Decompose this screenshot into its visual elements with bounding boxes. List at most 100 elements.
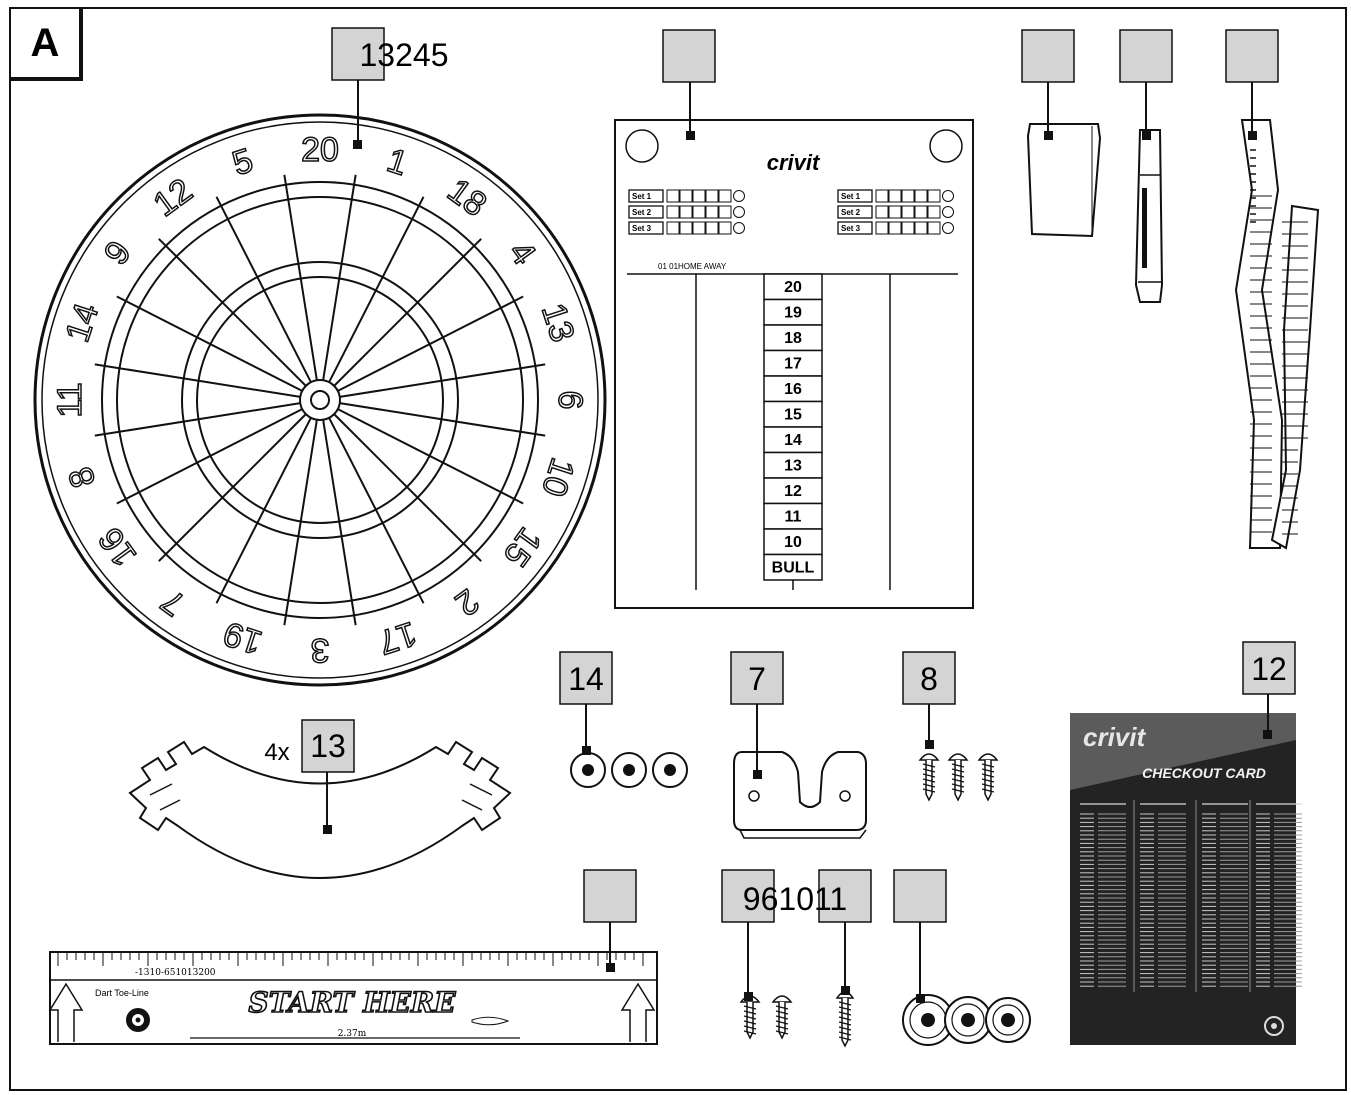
large-washer-3-hole xyxy=(1001,1013,1015,1027)
leader-dot-screw-long xyxy=(841,986,850,995)
callout-checkout-card: 12 xyxy=(1251,651,1287,687)
leader-dot-scoreboard xyxy=(686,131,695,140)
toe-line-logo-center xyxy=(135,1017,141,1023)
set-label: Set 2 xyxy=(632,208,652,217)
scoreboard-hole-left xyxy=(625,129,659,163)
callout-box-cup-washers xyxy=(559,651,613,705)
screw-icon xyxy=(771,995,793,1040)
set-cell xyxy=(692,205,706,219)
callout-box-marker xyxy=(1119,29,1173,83)
sponge-body xyxy=(1026,123,1102,238)
surround-segment xyxy=(128,740,512,879)
callout-box-washers-large xyxy=(893,869,947,923)
scoreboard-sets-away: Set 1 Set 2 Set 3 xyxy=(837,189,954,235)
score-number: 12 xyxy=(784,483,802,500)
score-cell xyxy=(763,502,823,530)
dartboard-wire xyxy=(328,196,425,383)
set-cell xyxy=(901,205,915,219)
leader-dot-tape xyxy=(1248,131,1257,140)
screw-icon xyxy=(947,753,969,802)
set-cell xyxy=(666,189,680,203)
set-cell xyxy=(875,205,889,219)
callout-box-dartboard xyxy=(331,27,385,81)
toe-line-strip xyxy=(49,951,658,1045)
figure-frame xyxy=(9,7,1347,1091)
set-cell xyxy=(705,205,719,219)
score-number: 15 xyxy=(784,407,802,424)
callout-screws-small: 961011 xyxy=(743,881,847,917)
set-indicator xyxy=(733,222,745,234)
checkout-card-table xyxy=(1080,800,1302,992)
callout-cup-washers: 14 xyxy=(568,661,604,697)
set-cell xyxy=(927,221,941,235)
dartboard-treble-inner xyxy=(196,276,444,524)
dartboard-rim-inner xyxy=(41,121,599,679)
dartboard-treble-outer xyxy=(181,261,459,539)
scoreboard-header: 01 01HOME AWAY xyxy=(658,262,727,271)
dartboard-wire xyxy=(339,402,546,437)
score-number: 16 xyxy=(784,381,802,398)
checkout-card-brand: crivit xyxy=(1083,722,1146,752)
set-label: Set 2 xyxy=(841,208,861,217)
callout-box-surround xyxy=(301,719,355,773)
set-cell xyxy=(718,221,732,235)
set-cell xyxy=(705,221,719,235)
leader-dot-screws-8 xyxy=(925,740,934,749)
score-number: 19 xyxy=(784,305,802,322)
callout-dartboard: 13245 xyxy=(360,37,449,73)
score-cell xyxy=(763,349,823,377)
bracket-hole-left xyxy=(748,790,760,802)
callout-box-tape xyxy=(1225,29,1279,83)
set-cell xyxy=(888,189,902,203)
score-number: 18 xyxy=(784,330,802,347)
surround-shape xyxy=(128,740,512,879)
toe-line-scale-label: -1310-651013200 xyxy=(135,968,216,978)
bracket-edge xyxy=(739,829,867,839)
set-cell xyxy=(718,205,732,219)
checkout-card-title: CHECKOUT CARD xyxy=(1142,765,1266,781)
set-cell xyxy=(718,189,732,203)
leader-dot-surround xyxy=(323,825,332,834)
dartboard-wire xyxy=(94,363,301,398)
set-label: Set 1 xyxy=(841,192,861,201)
set-cell xyxy=(679,221,693,235)
checkout-card: crivit CHECKOUT CARD xyxy=(1070,713,1302,1045)
set-label: Set 3 xyxy=(841,224,861,233)
tape-strip-2 xyxy=(1270,204,1320,550)
dartboard-wire xyxy=(328,417,425,604)
dartboard-double-outer xyxy=(101,181,539,619)
set-cell xyxy=(692,189,706,203)
callout-box-screw-long xyxy=(818,869,872,923)
set-cell xyxy=(875,221,889,235)
dartboard-wire xyxy=(94,402,301,437)
large-washers xyxy=(902,994,1031,1046)
cup-washer-2-hole xyxy=(623,764,635,776)
set-cell xyxy=(705,189,719,203)
set-label: Set 3 xyxy=(632,224,652,233)
set-label-box xyxy=(628,189,664,203)
score-cell xyxy=(763,298,823,326)
board-screws xyxy=(739,991,855,1048)
dartboard-wire xyxy=(158,238,307,387)
marker-print xyxy=(1142,188,1147,268)
cup-washer-3-hole xyxy=(664,764,676,776)
bracket-plate xyxy=(733,751,867,831)
dartboard-wire xyxy=(116,408,303,505)
dartboard-wire xyxy=(333,238,482,387)
callout-box-sponge xyxy=(1021,29,1075,83)
dartboard-wire xyxy=(215,196,312,383)
set-label-box xyxy=(837,221,873,235)
cup-washers xyxy=(570,752,688,788)
callout-bracket: 7 xyxy=(748,661,766,697)
checkout-card-target-icon xyxy=(1264,1016,1284,1036)
figure-label: A xyxy=(31,21,60,65)
sponge xyxy=(1026,123,1102,238)
score-number: 10 xyxy=(784,534,802,551)
dartboard-number: 3 xyxy=(311,631,330,669)
set-indicator xyxy=(942,190,954,202)
set-label-box xyxy=(628,221,664,235)
dartboard-number: 20 xyxy=(301,131,339,169)
